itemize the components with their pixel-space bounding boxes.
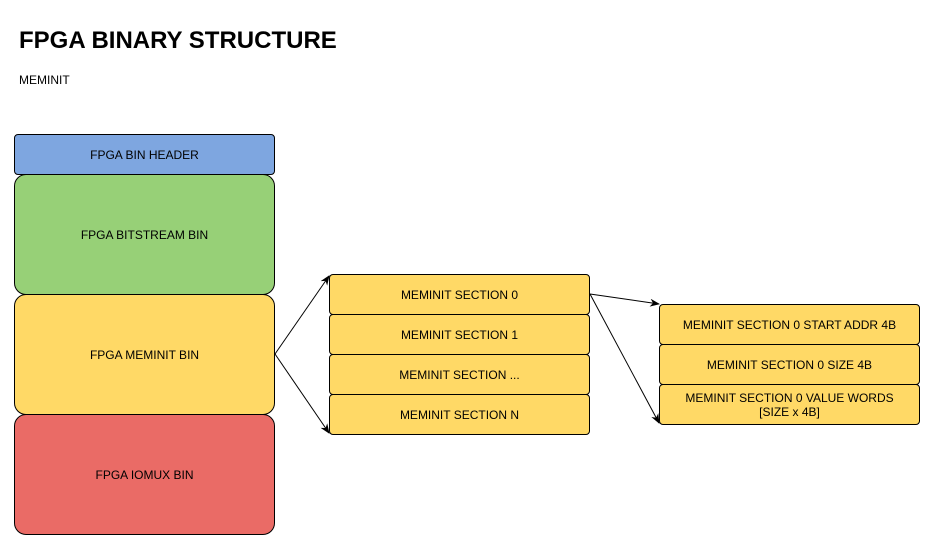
fpga-bin-header-label: FPGA BIN HEADER (90, 147, 199, 162)
arrow-section-0-to-value-words (589, 293, 660, 424)
meminit-section-n-block[interactable]: MEMINIT SECTION N (329, 394, 590, 435)
meminit-section-1-label: MEMINIT SECTION 1 (400, 327, 519, 342)
section-size-label: MEMINIT SECTION 0 SIZE 4B (706, 357, 873, 372)
meminit-section-0-block[interactable]: MEMINIT SECTION 0 (329, 274, 590, 315)
fpga-meminit-bin-block[interactable]: FPGA MEMINIT BIN (14, 294, 275, 415)
section-value-words-label: MEMINIT SECTION 0 VALUE WORDS [SIZE x 4B… (685, 390, 894, 419)
section-start-addr-block[interactable]: MEMINIT SECTION 0 START ADDR 4B (659, 304, 920, 345)
meminit-section-1-block[interactable]: MEMINIT SECTION 1 (329, 314, 590, 355)
section-start-addr-label: MEMINIT SECTION 0 START ADDR 4B (682, 317, 897, 332)
fpga-iomux-bin-block[interactable]: FPGA IOMUX BIN (14, 414, 275, 535)
fpga-iomux-bin-label: FPGA IOMUX BIN (95, 467, 194, 482)
meminit-section-n-label: MEMINIT SECTION N (399, 407, 520, 422)
fpga-bin-header-block[interactable]: FPGA BIN HEADER (14, 134, 275, 175)
meminit-section-0-label: MEMINIT SECTION 0 (400, 287, 519, 302)
page-title: FPGA BINARY STRUCTURE (19, 27, 337, 54)
fpga-meminit-bin-label: FPGA MEMINIT BIN (89, 347, 200, 362)
arrow-meminit-to-section-0 (274, 275, 330, 355)
arrow-meminit-to-section-n (274, 353, 330, 434)
section-size-block[interactable]: MEMINIT SECTION 0 SIZE 4B (659, 344, 920, 385)
arrow-section-0-to-start-addr (589, 293, 660, 307)
fpga-bitstream-bin-block[interactable]: FPGA BITSTREAM BIN (14, 174, 275, 295)
meminit-section-ellipsis-block[interactable]: MEMINIT SECTION ... (329, 354, 590, 395)
page-subtitle: MEMINIT (19, 73, 70, 87)
fpga-bitstream-bin-label: FPGA BITSTREAM BIN (80, 227, 209, 242)
section-value-words-block[interactable]: MEMINIT SECTION 0 VALUE WORDS [SIZE x 4B… (659, 384, 920, 425)
meminit-section-ellipsis-label: MEMINIT SECTION ... (399, 367, 520, 382)
